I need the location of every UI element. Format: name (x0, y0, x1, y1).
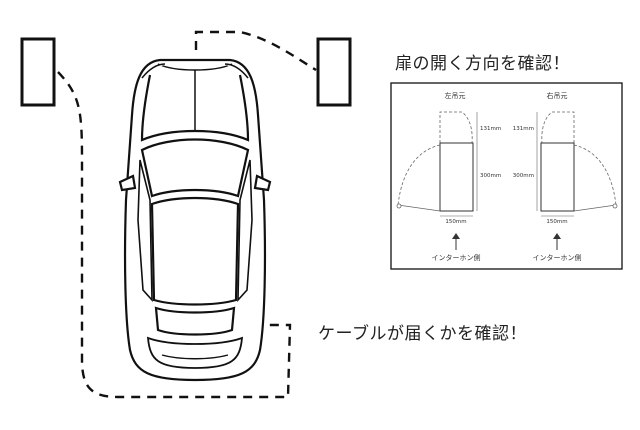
inset-left-body (439, 142, 474, 212)
car-rear-window (154, 306, 236, 336)
car-windshield (140, 138, 250, 198)
car-top-view (118, 58, 272, 382)
inset-right-dim-body: 300mm (513, 173, 534, 179)
inset-left-arrow-icon (452, 233, 460, 239)
charger-box-right (316, 37, 352, 107)
inset-right-arrow-label: インターホン側 (533, 253, 582, 262)
cable-reach-note: ケーブルが届くかを確認！ (318, 324, 527, 344)
car-window-right (237, 159, 253, 303)
cable-route-dashed (57, 71, 292, 399)
inset-right-title: 右吊元 (547, 91, 568, 100)
car-trunk (146, 336, 244, 369)
inset-right-body (540, 142, 575, 212)
car-window-left (137, 159, 153, 303)
inset-left-dim-top: 131mm (480, 126, 501, 132)
door-swing-dashed (194, 30, 317, 72)
inset-left-dim-body: 300mm (480, 173, 501, 179)
door-direction-inset: 左吊元 131mm 300mm 150mm インターホン側 右吊元 (390, 82, 623, 270)
inset-right-dim-top: 131mm (513, 126, 534, 132)
inset-frame (390, 82, 623, 270)
car-mirror-right (253, 174, 272, 192)
inset-right-dim-width: 150mm (546, 219, 567, 225)
door-direction-note: 扉の開く方向を確認！ (395, 54, 570, 74)
charger-box-left (20, 37, 56, 107)
inset-right-unit: 右吊元 131mm 300mm 150mm インターホン側 (513, 91, 618, 262)
inset-left-dim-width: 150mm (445, 219, 466, 225)
car-mirror-left (118, 174, 137, 192)
inset-left-title: 左吊元 (445, 91, 466, 100)
car-roof (150, 196, 240, 306)
inset-right-arrow-icon (553, 233, 561, 239)
inset-left-arrow-label: インターホン側 (432, 253, 481, 262)
inset-left-unit: 左吊元 131mm 300mm 150mm インターホン側 (396, 91, 501, 262)
